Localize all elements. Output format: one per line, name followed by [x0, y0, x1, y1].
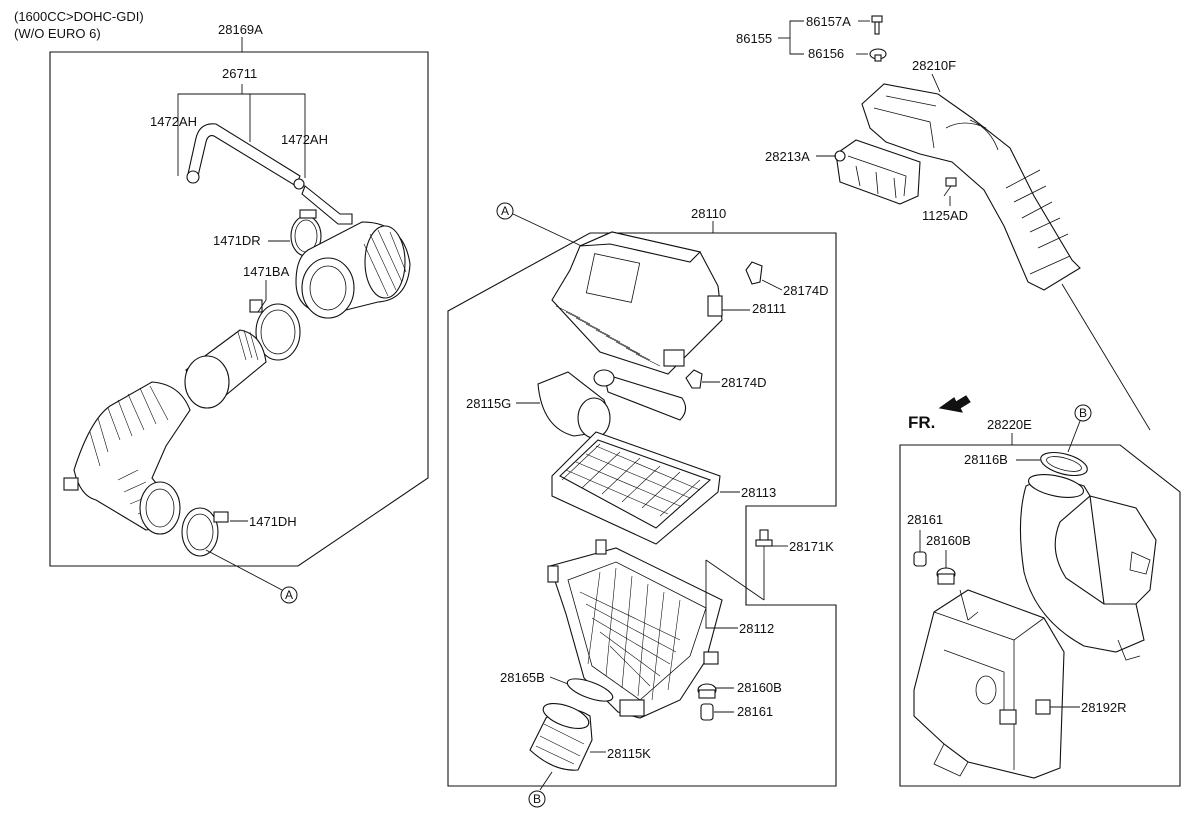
part-label-86157A[interactable]: 86157A: [806, 14, 851, 29]
part-label-28213A[interactable]: 28213A: [765, 149, 810, 164]
part-label-1471DR[interactable]: 1471DR: [213, 233, 261, 248]
intake-duct-28115G-part: [537, 369, 687, 439]
inlet-duct-28210F-part: [861, 83, 1081, 291]
intake-sleeve-part: [184, 329, 267, 409]
engine-spec-label: (1600CC>DOHC-GDI): [14, 9, 144, 24]
part-label-1471BA[interactable]: 1471BA: [243, 264, 290, 279]
part-label-26711[interactable]: 26711: [222, 66, 257, 81]
bolt-28171K-part: [755, 529, 773, 560]
front-direction-indicator: FR.: [908, 395, 971, 432]
resonator-body-28192R-part: [913, 589, 1065, 779]
part-label-28110[interactable]: 28110: [691, 206, 726, 221]
part-label-28115G[interactable]: 28115G: [466, 396, 511, 411]
clamp-1471DH-part: [181, 507, 229, 557]
part-label-28165B[interactable]: 28165B: [500, 670, 545, 685]
part-label-28160B-center[interactable]: 28160B: [737, 680, 782, 695]
intake-bellows-hose-part: [63, 381, 191, 535]
air-cleaner-lower-case-part: [547, 539, 723, 719]
callout-b-top-text: B: [1079, 406, 1087, 420]
air-cleaner-assembly-group: 28110 A 28111 28174D 28174D: [447, 202, 837, 808]
part-label-28115K[interactable]: 28115K: [607, 746, 651, 761]
callout-b-top[interactable]: [1074, 404, 1092, 422]
part-label-28116B[interactable]: 28116B: [964, 452, 1008, 467]
part-label-86155[interactable]: 86155: [736, 31, 772, 46]
intake-hose-frame: [49, 51, 429, 567]
resonator-hose-part: [1019, 479, 1145, 653]
grommet-28160B-center-part: [697, 683, 717, 699]
callout-a-top[interactable]: [496, 202, 514, 220]
resonator-assembly-group: 28220E B 28116B 28161 28160B: [899, 404, 1181, 787]
clip-28174D-top-part: [745, 261, 763, 285]
clamp-1471BA-part: [249, 299, 301, 361]
part-label-1472AH-right[interactable]: 1472AH: [281, 132, 328, 147]
part-label-28174D-top[interactable]: 28174D: [783, 283, 829, 298]
air-duct-connector-part: [295, 221, 411, 319]
part-label-28210F[interactable]: 28210F: [912, 58, 956, 73]
collar-28161-center-part: [700, 703, 714, 721]
pin-86157A-part: [871, 15, 883, 35]
front-indicator-label: FR.: [908, 413, 935, 432]
callout-b-bottom[interactable]: [528, 790, 546, 808]
inlet-duct-group: 86157A 86155 86156 28210F 28213A: [736, 14, 1151, 431]
part-label-28112[interactable]: 28112: [739, 621, 774, 636]
front-arrow-icon: [938, 395, 971, 413]
callout-a-bottom[interactable]: [280, 586, 298, 604]
outlet-hose-28115K-part: [529, 702, 593, 771]
part-label-28220E[interactable]: 28220E: [987, 417, 1032, 432]
bracket-28213A-part: [834, 139, 921, 205]
air-filter-element-part: [551, 431, 721, 545]
callout-b-bottom-text: B: [533, 792, 541, 806]
part-label-28192R[interactable]: 28192R: [1081, 700, 1127, 715]
part-label-28111[interactable]: 28111: [752, 301, 786, 316]
part-label-1471DH[interactable]: 1471DH: [249, 514, 297, 529]
callout-a-top-text: A: [501, 204, 509, 218]
gasket-28165B-part: [566, 678, 614, 702]
grommet-86156-part: [869, 48, 887, 62]
part-label-1125AD[interactable]: 1125AD: [922, 208, 968, 223]
part-label-28161-right[interactable]: 28161: [907, 512, 943, 527]
intake-hose-assembly-group: 28169A 26711 1472AH 1472AH 1471DR: [49, 22, 429, 604]
part-label-28160B-right[interactable]: 28160B: [926, 533, 971, 548]
breather-hose-part: [186, 123, 353, 225]
clip-28174D-mid-part: [685, 369, 703, 389]
part-label-28161-center[interactable]: 28161: [737, 704, 773, 719]
part-label-28174D-mid[interactable]: 28174D: [721, 375, 767, 390]
air-cleaner-upper-cover-part: [551, 231, 723, 375]
part-label-28113[interactable]: 28113: [741, 485, 776, 500]
bolt-1125AD-part: [943, 177, 957, 197]
part-label-28171K[interactable]: 28171K: [789, 539, 834, 554]
part-label-28169A[interactable]: 28169A: [218, 22, 263, 37]
ring-28116B-part: [1040, 451, 1088, 477]
part-label-1472AH-left[interactable]: 1472AH: [150, 114, 197, 129]
part-label-86156[interactable]: 86156: [808, 46, 844, 61]
grommet-28160B-right-part: [936, 567, 956, 585]
emission-spec-label: (W/O EURO 6): [14, 26, 101, 41]
collar-28161-right-part: [913, 551, 927, 567]
callout-a-bottom-text: A: [285, 588, 293, 602]
resonator-frame: [899, 444, 1181, 787]
